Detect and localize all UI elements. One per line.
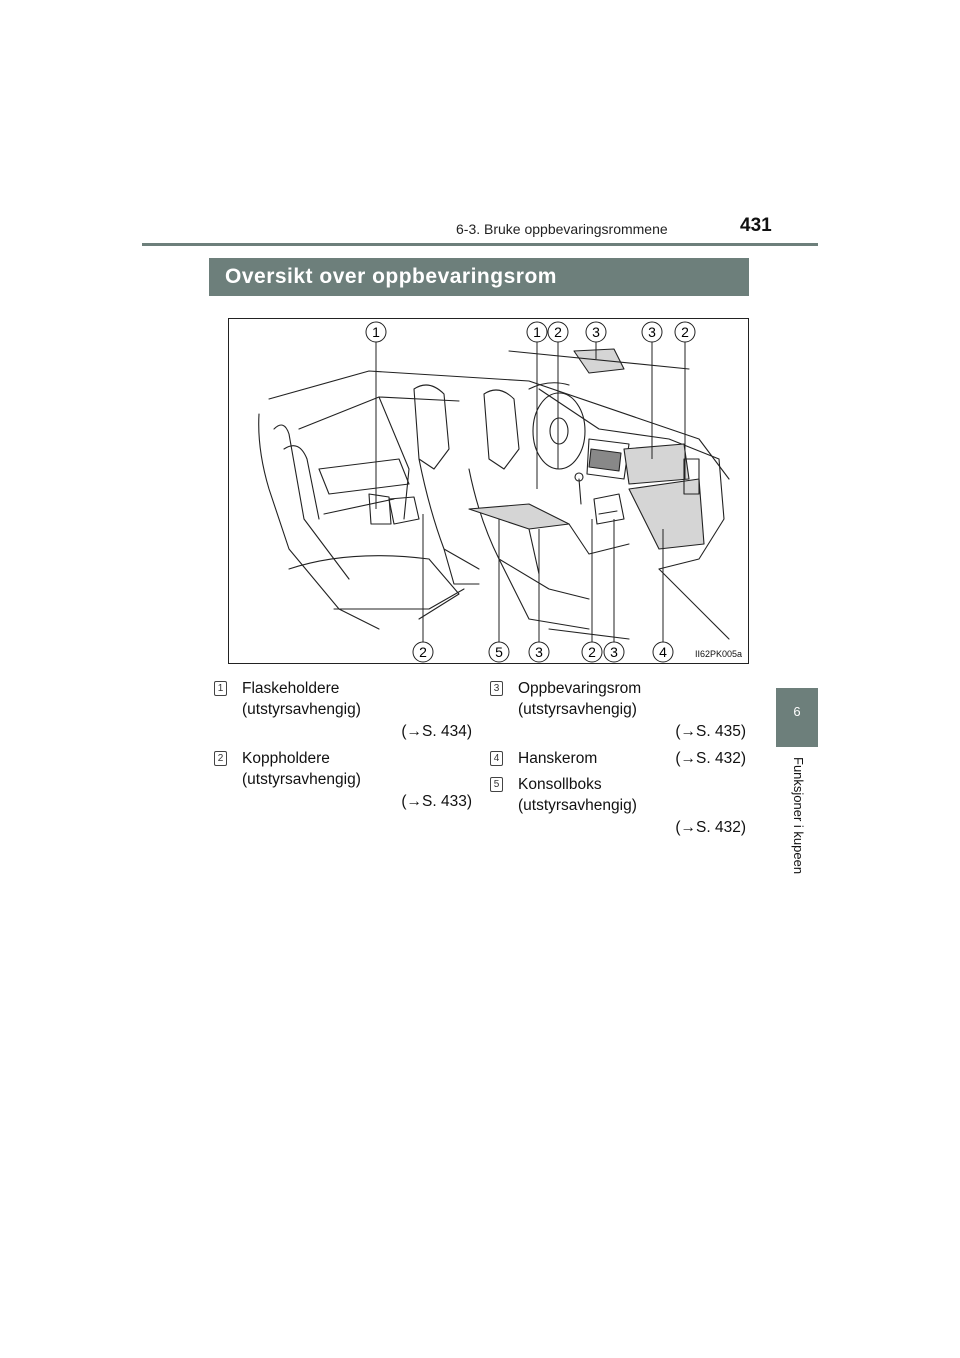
legend-sublabel: (utstyrsavhengig) xyxy=(518,797,637,814)
legend-item-1: 1 Flaskeholdere (utstyrsavhengig) (→S. 4… xyxy=(214,678,474,744)
running-header: 6-3. Bruke oppbevaringsrommene xyxy=(456,221,668,237)
legend-page-ref: (→S. 434) xyxy=(401,723,472,740)
callout-top-3: 2 xyxy=(547,321,569,343)
legend-number-badge: 2 xyxy=(214,751,227,766)
chapter-tab: 6 xyxy=(776,688,818,747)
callout-bottom-5: 3 xyxy=(603,641,625,663)
page-number: 431 xyxy=(740,215,772,236)
callout-top-5-label: 3 xyxy=(648,324,656,340)
legend-item-4: 4 Hanskerom (→S. 432) xyxy=(490,748,748,770)
section-banner: Oversikt over oppbevaringsrom xyxy=(209,258,749,296)
callout-bottom-2: 5 xyxy=(488,641,510,663)
header-rule xyxy=(142,243,818,246)
callout-top-2-label: 1 xyxy=(533,324,541,340)
callout-top-6-label: 2 xyxy=(681,324,689,340)
callout-top-1-label: 1 xyxy=(372,324,380,340)
callout-bottom-1: 2 xyxy=(412,641,434,663)
callout-top-1: 1 xyxy=(365,321,387,343)
callout-bottom-6: 4 xyxy=(652,641,674,663)
callout-bottom-4-label: 2 xyxy=(588,644,596,660)
legend-page-ref: (→S. 432) xyxy=(675,750,746,767)
legend-number-badge: 1 xyxy=(214,681,227,696)
legend-item-2: 2 Koppholdere (utstyrsavhengig) (→S. 433… xyxy=(214,748,474,814)
legend-sublabel: (utstyrsavhengig) xyxy=(242,701,361,718)
callout-bottom-1-label: 2 xyxy=(419,644,427,660)
legend-number-badge: 3 xyxy=(490,681,503,696)
callout-bottom-3: 3 xyxy=(528,641,550,663)
legend-number-badge: 4 xyxy=(490,751,503,766)
callout-top-6: 2 xyxy=(674,321,696,343)
callout-top-2: 1 xyxy=(526,321,548,343)
legend-label: Oppbevaringsrom xyxy=(518,680,642,697)
callout-bottom-4: 2 xyxy=(581,641,603,663)
legend-label: Konsollboks xyxy=(518,776,602,793)
legend-item-3: 3 Oppbevaringsrom (utstyrsavhengig) (→S.… xyxy=(490,678,748,744)
legend-sublabel: (utstyrsavhengig) xyxy=(518,701,637,718)
legend-page-ref: (→S. 435) xyxy=(675,723,746,740)
section-title: Oversikt over oppbevaringsrom xyxy=(225,265,557,288)
legend-label: Koppholdere xyxy=(242,750,330,767)
callout-top-4-label: 3 xyxy=(592,324,600,340)
interior-figure: 1 1 2 3 3 2 xyxy=(228,318,749,664)
car-interior-illustration: 1 1 2 3 3 2 xyxy=(258,321,730,663)
legend-sublabel: (utstyrsavhengig) xyxy=(242,771,361,788)
callout-top-3-label: 2 xyxy=(554,324,562,340)
callout-bottom-3-label: 3 xyxy=(535,644,543,660)
callout-bottom-5-label: 3 xyxy=(610,644,618,660)
callout-bottom-2-label: 5 xyxy=(495,644,503,660)
chapter-title: Funksjoner i kupeen xyxy=(791,757,806,875)
legend-number-badge: 5 xyxy=(490,777,503,792)
legend-label: Flaskeholdere xyxy=(242,680,340,697)
callout-top-4: 3 xyxy=(585,321,607,343)
callout-bottom-6-label: 4 xyxy=(659,644,667,660)
legend-label: Hanskerom xyxy=(518,750,598,767)
legend-page-ref: (→S. 433) xyxy=(401,793,472,810)
figure-id: II62PK005a xyxy=(694,649,742,659)
legend-page-ref: (→S. 432) xyxy=(675,819,746,836)
legend-item-5: 5 Konsollboks (utstyrsavhengig) (→S. 432… xyxy=(490,774,748,840)
callout-top-5: 3 xyxy=(641,321,663,343)
